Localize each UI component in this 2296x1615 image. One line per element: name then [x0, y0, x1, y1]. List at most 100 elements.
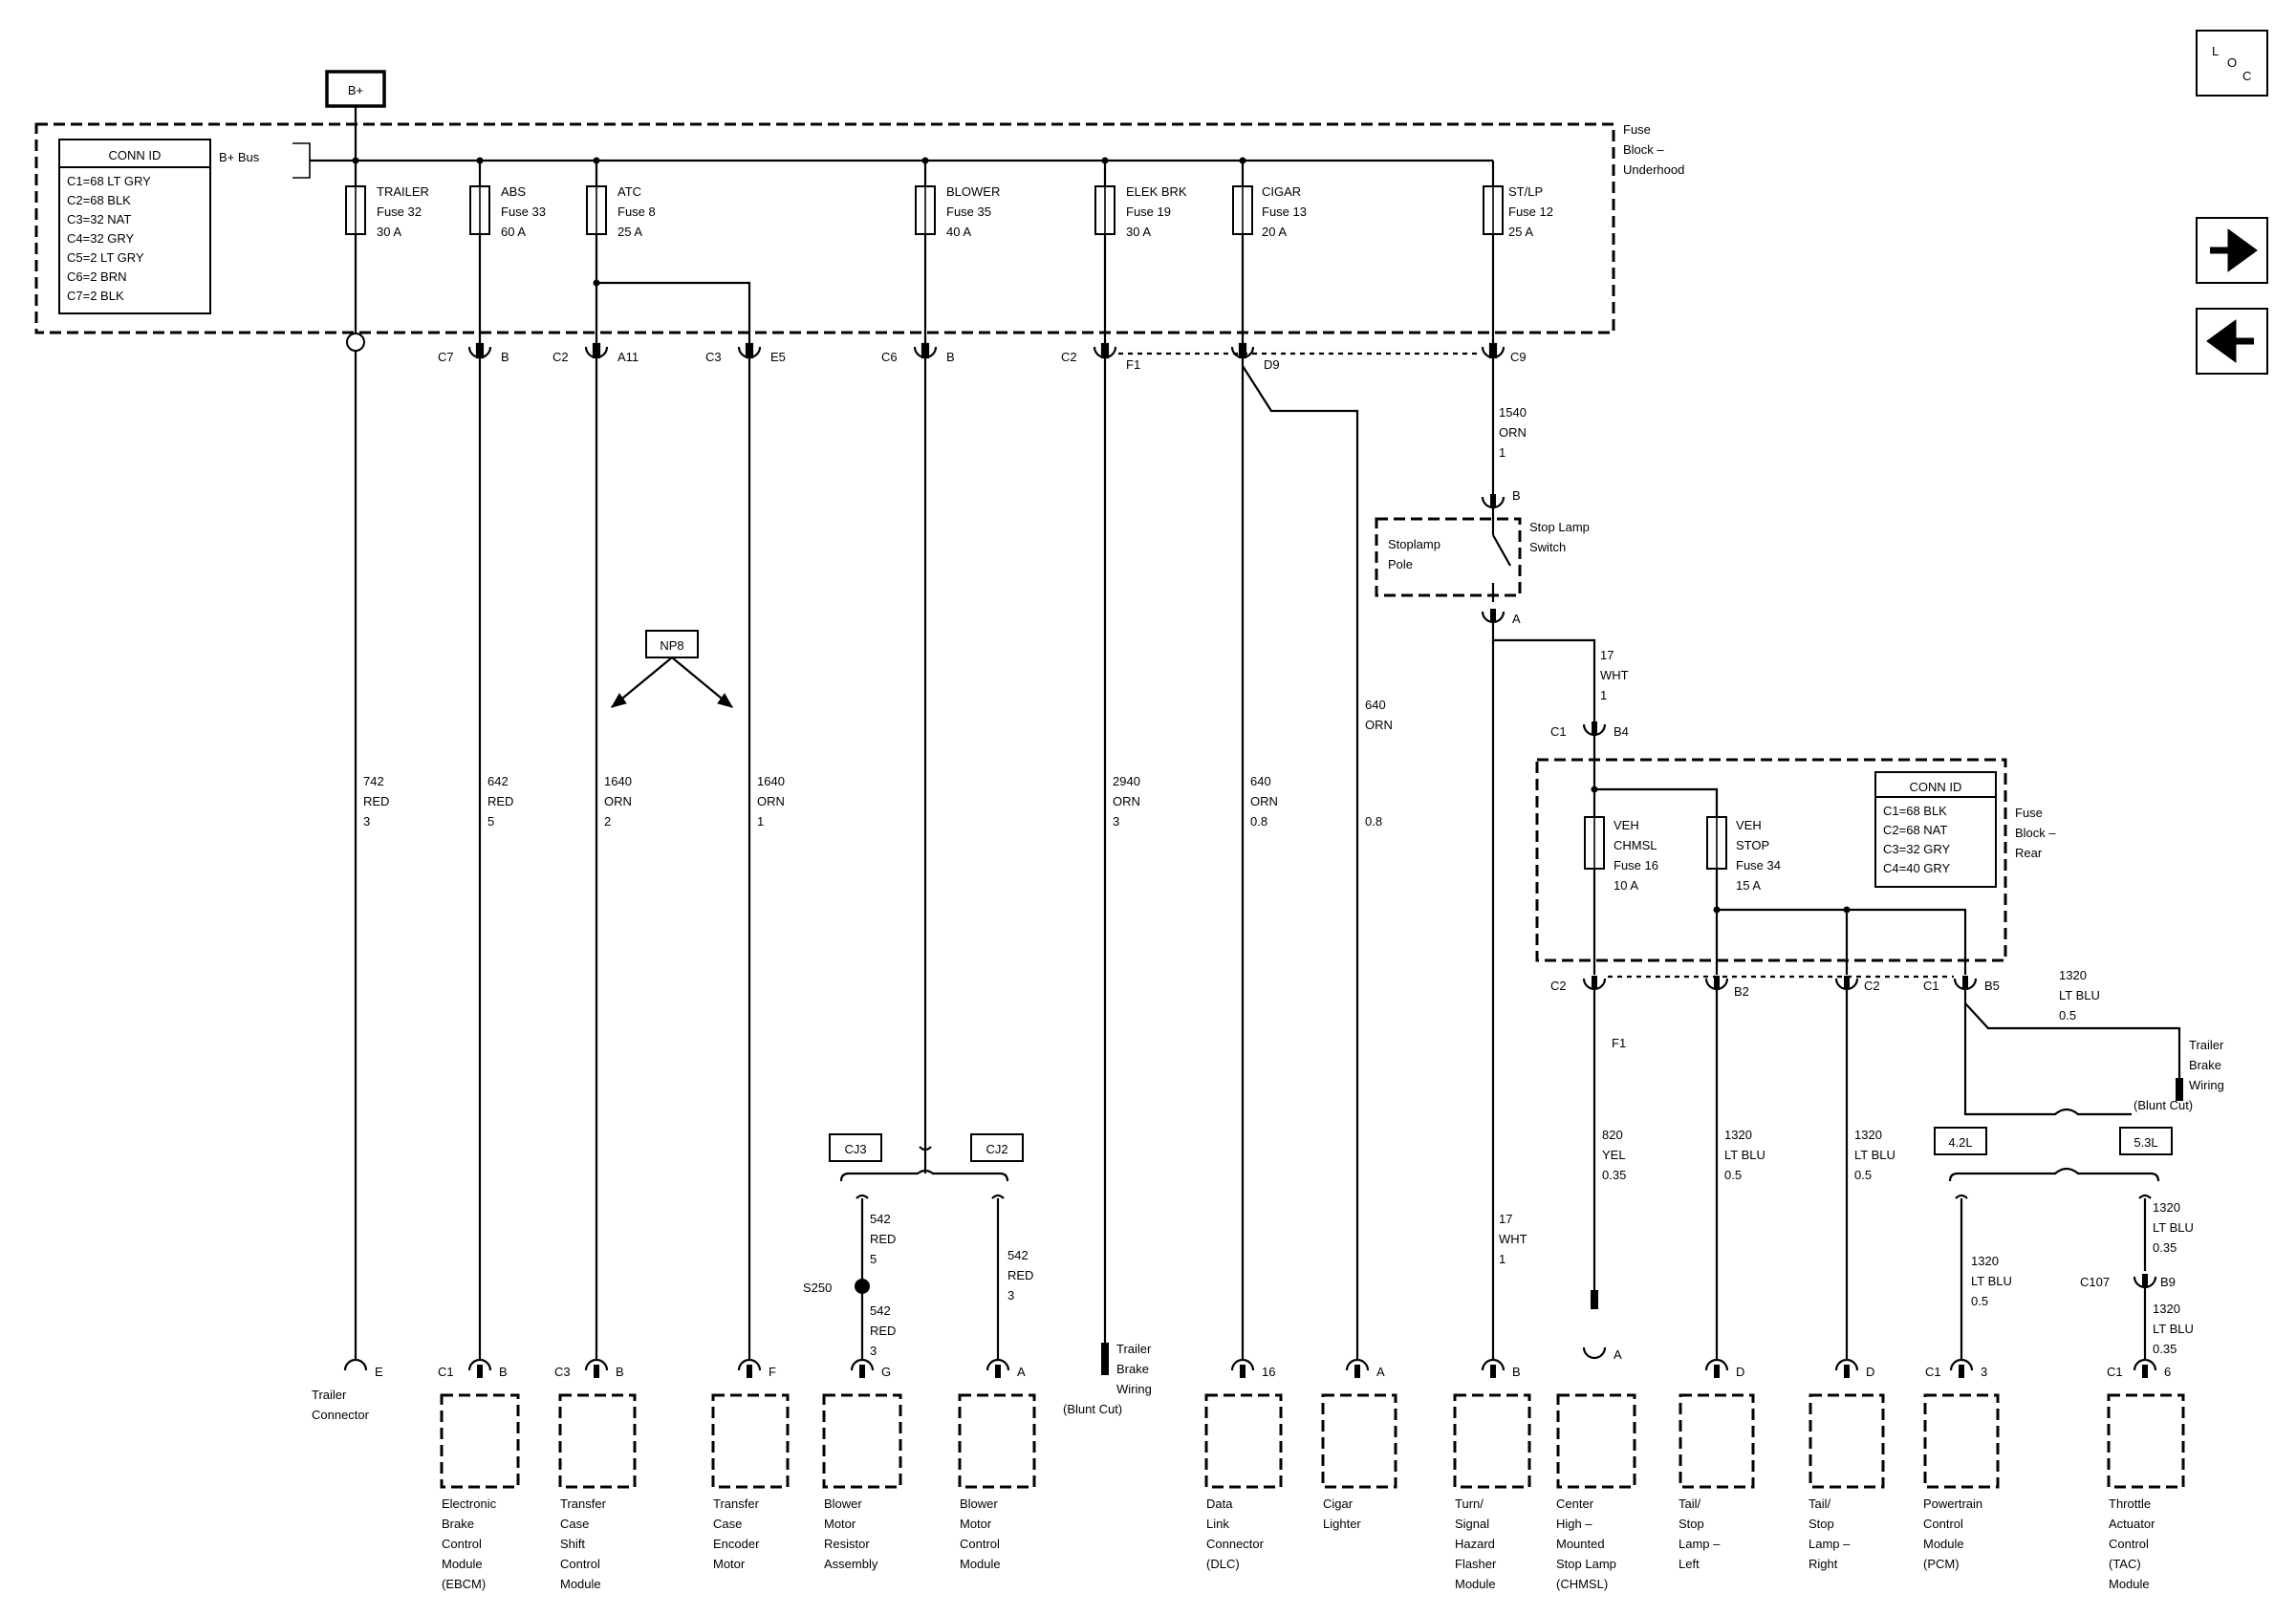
- conn-id-title: CONN ID: [109, 148, 162, 162]
- wire-label: 742: [363, 774, 384, 788]
- component-tail-stop-left: D Tail/ Stop Lamp – Left: [1679, 1358, 1755, 1571]
- wire-label: 820: [1602, 1128, 1623, 1142]
- conn-label: C2: [552, 350, 569, 364]
- fuse-trailer: TRAILER Fuse 32 30 A: [345, 184, 429, 239]
- wire-label: RED: [363, 794, 389, 808]
- component-flasher-module: B Turn/ Signal Hazard Flasher Module: [1453, 1358, 1531, 1591]
- component-label: Motor: [960, 1517, 992, 1531]
- fuse-block-rear-label: Rear: [2015, 846, 2043, 860]
- component-label: Stop: [1679, 1517, 1704, 1531]
- pin-label: G: [881, 1365, 891, 1379]
- wire-label: 17: [1499, 1212, 1512, 1226]
- wire-label: 3: [363, 814, 370, 829]
- wire-label: WHT: [1600, 668, 1629, 682]
- wire-label: 17: [1600, 648, 1614, 662]
- wire-label: 1320: [2153, 1302, 2180, 1316]
- component-label: Brake: [442, 1517, 474, 1531]
- next-page-button[interactable]: [2196, 217, 2268, 284]
- component-label: (PCM): [1923, 1557, 1960, 1571]
- option-label: CJ3: [844, 1142, 866, 1156]
- conn-label: A11: [617, 350, 639, 364]
- fuse-label: 40 A: [946, 225, 971, 239]
- component-label: Module: [560, 1577, 601, 1591]
- pin-label: C3: [554, 1365, 571, 1379]
- conn-id-row: C5=2 LT GRY: [67, 250, 144, 265]
- pin-label: 6: [2164, 1365, 2171, 1379]
- conn-id-row: C1=68 BLK: [1883, 804, 1947, 818]
- previous-page-button[interactable]: [2196, 308, 2268, 375]
- component-label: Encoder: [713, 1537, 760, 1551]
- pin-label: C1: [438, 1365, 454, 1379]
- fuse-block-rear-label: Block –: [2015, 826, 2056, 840]
- fuse-label: Fuse 34: [1736, 858, 1781, 872]
- fuse-label: 10 A: [1614, 878, 1638, 893]
- fuse-label: Fuse 8: [617, 205, 656, 219]
- wire-label: ORN: [1113, 794, 1140, 808]
- fuse-abs: ABS Fuse 33 60 A: [469, 184, 546, 239]
- trailer-brake-label: Wiring: [2189, 1078, 2224, 1092]
- fuse-block-rear-label: Fuse: [2015, 806, 2043, 820]
- conn-id-row: C7=2 BLK: [67, 289, 124, 303]
- trailer-brake-label: Brake: [1116, 1362, 1149, 1376]
- component-cigar-lighter: A Cigar Lighter: [1321, 1358, 1397, 1531]
- conn-label: B: [946, 350, 955, 364]
- fuse-label: CHMSL: [1614, 838, 1657, 852]
- conn-label: D9: [1264, 357, 1280, 372]
- component-label: (CHMSL): [1556, 1577, 1608, 1591]
- wire-label: ORN: [1499, 425, 1527, 440]
- component-label: Throttle: [2109, 1497, 2151, 1511]
- fuse-label: ATC: [617, 184, 641, 199]
- connector-labels-top: C7 B C2 A11 C3 E5 C6 B C2 F1 D9 C9: [438, 350, 1527, 372]
- location-button[interactable]: L O C: [2196, 30, 2268, 97]
- wire-label: 1: [1499, 1252, 1505, 1266]
- fuse-label: VEH: [1736, 818, 1762, 832]
- component-label: Data: [1206, 1497, 1233, 1511]
- component-label: Blower: [824, 1497, 862, 1511]
- wire-label: 3: [870, 1344, 877, 1358]
- pin-label: D: [1866, 1365, 1874, 1379]
- wire-label: ORN: [757, 794, 785, 808]
- component-blower-control: A Blower Motor Control Module: [958, 1358, 1036, 1571]
- component-label: Left: [1679, 1557, 1700, 1571]
- fuse-cigar: CIGAR Fuse 13 20 A: [1232, 184, 1307, 239]
- wire-label: 1: [757, 814, 764, 829]
- component-label: Motor: [824, 1517, 856, 1531]
- fuse-label: CIGAR: [1262, 184, 1301, 199]
- component-label: Link: [1206, 1517, 1229, 1531]
- wire-label: LT BLU: [1724, 1148, 1765, 1162]
- wire-label: 0.35: [2153, 1342, 2177, 1356]
- wire-label: WHT: [1499, 1232, 1527, 1246]
- rear-wire-labels: 1320 LT BLU 0.5 Trailer Brake Wiring (Bl…: [1602, 968, 2224, 1182]
- component-label: Stop: [1809, 1517, 1834, 1531]
- option-label: 4.2L: [1948, 1135, 1972, 1150]
- wire-label: 642: [487, 774, 509, 788]
- fuse-label: 25 A: [617, 225, 642, 239]
- fuse-elek-brk: ELEK BRK Fuse 19 30 A: [1094, 184, 1187, 239]
- wire-label: 0.35: [2153, 1240, 2177, 1255]
- fuse-block-label-2: Block –: [1623, 142, 1664, 157]
- wire-label: LT BLU: [2153, 1322, 2194, 1336]
- conn-id-row: C6=2 BRN: [67, 269, 127, 284]
- component-label: Resistor: [824, 1537, 870, 1551]
- conn-id-title: CONN ID: [1910, 780, 1962, 794]
- conn-label: C2: [1864, 979, 1880, 993]
- bplus-text: B+: [348, 83, 363, 97]
- trailer-brake-wiring-mid: Trailer Brake Wiring (Blunt Cut): [1063, 1342, 1152, 1416]
- component-label: High –: [1556, 1517, 1592, 1531]
- battery-positive-label: B+: [325, 70, 386, 162]
- fuse-label: Fuse 19: [1126, 205, 1171, 219]
- component-label: Electronic: [442, 1497, 497, 1511]
- component-label: Tail/: [1679, 1497, 1701, 1511]
- wire-label: LT BLU: [1854, 1148, 1895, 1162]
- switch-name-label: Switch: [1529, 540, 1566, 554]
- component-label: Connector: [1206, 1537, 1265, 1551]
- fuse-block-label-3: Underhood: [1623, 162, 1684, 177]
- fuse-block-label-1: Fuse: [1623, 122, 1651, 137]
- component-label: Center: [1556, 1497, 1594, 1511]
- component-label: Case: [560, 1517, 589, 1531]
- conn-label: C3: [705, 350, 722, 364]
- conn-label: C2: [1550, 979, 1567, 993]
- option-np8: NP8: [610, 630, 734, 708]
- component-label: Signal: [1455, 1517, 1489, 1531]
- wire-label: 5: [870, 1252, 877, 1266]
